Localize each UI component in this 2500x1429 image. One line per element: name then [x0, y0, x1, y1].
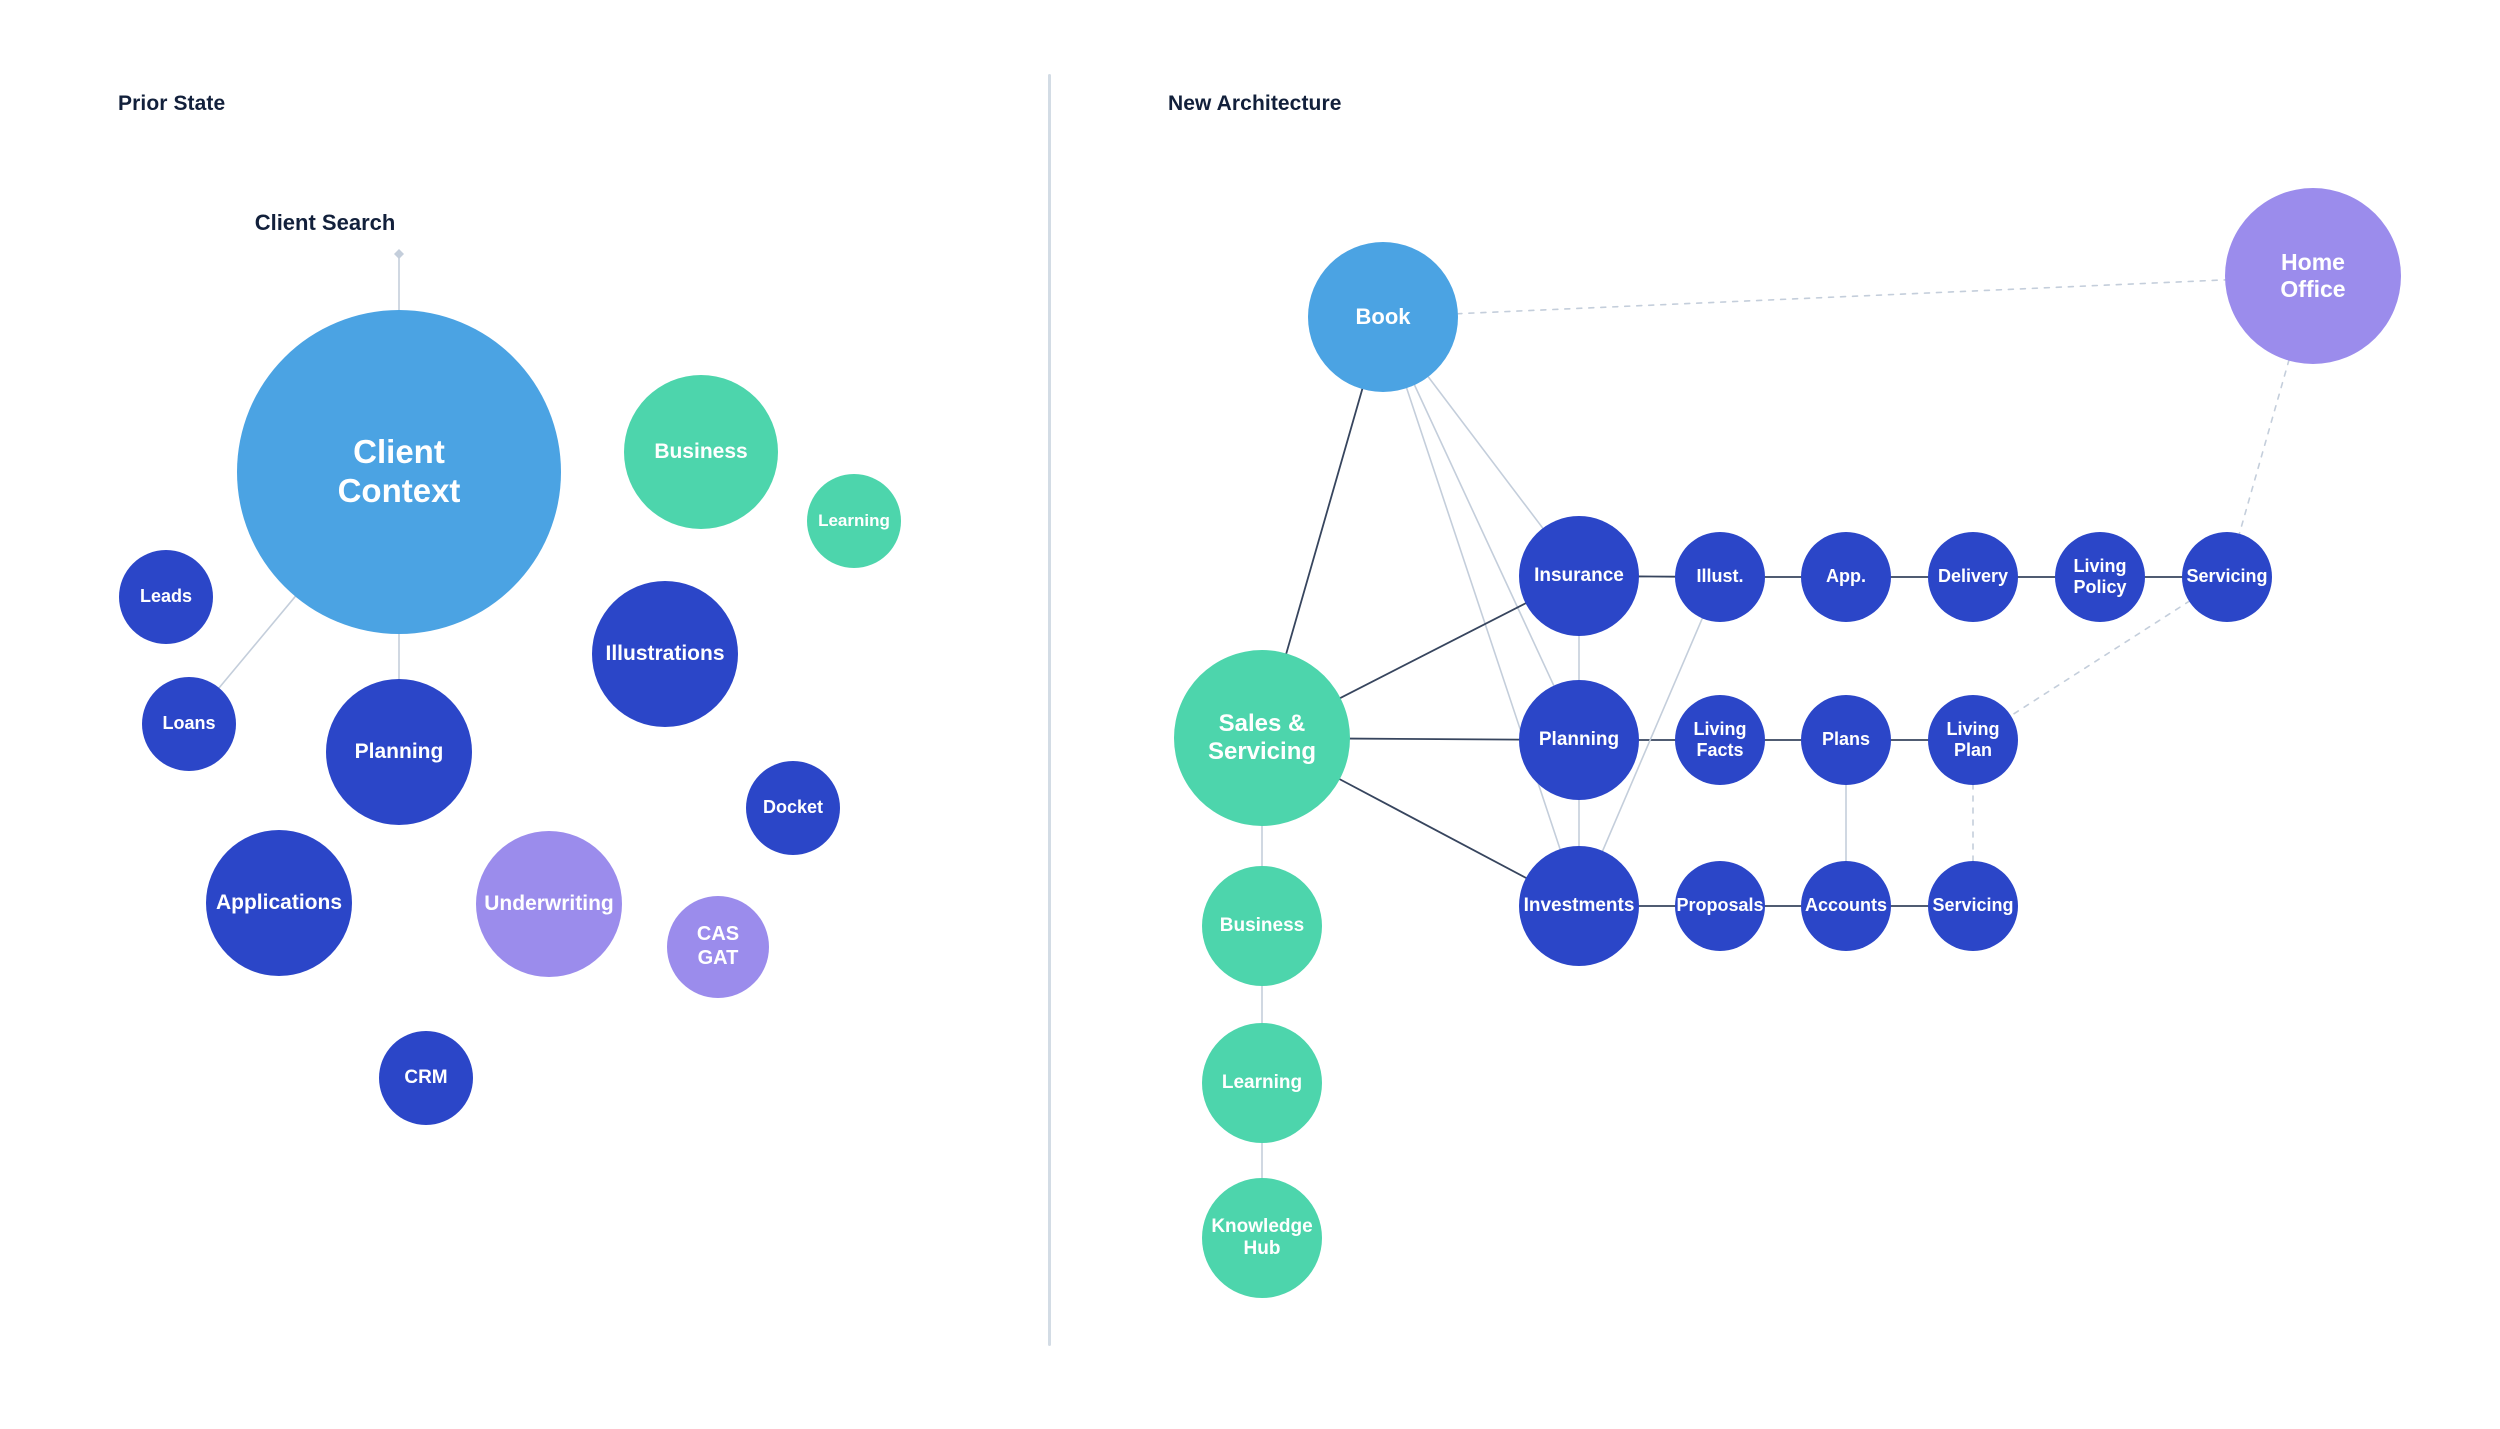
- node-label-business-prior: Business: [654, 439, 748, 463]
- edge-sales-servicing-to-planning-new: [1348, 737, 1521, 741]
- edge-home-office-to-servicing-top: [2238, 358, 2290, 536]
- panel-title-prior-state: Prior State: [118, 92, 226, 115]
- edge-sales-servicing-to-investments: [1337, 777, 1528, 880]
- node-label-client-context: Client Context: [337, 433, 461, 509]
- node-label-loans: Loans: [162, 713, 216, 734]
- node-living-plan[interactable]: Living Plan: [1928, 695, 2018, 785]
- node-illustrations[interactable]: Illustrations: [592, 581, 738, 727]
- node-planning-new[interactable]: Planning: [1519, 680, 1639, 800]
- node-label-sales-servicing: Sales & Servicing: [1207, 709, 1317, 765]
- node-home-office[interactable]: Home Office: [2225, 188, 2401, 364]
- edge-book-to-insurance: [1426, 375, 1545, 530]
- client-search-anchor-diamond-icon: [394, 249, 404, 259]
- node-business-prior[interactable]: Business: [624, 375, 778, 529]
- node-label-home-office: Home Office: [2280, 248, 2346, 302]
- node-label-business-new: Business: [1219, 914, 1305, 936]
- node-label-docket: Docket: [762, 797, 824, 818]
- node-loans[interactable]: Loans: [142, 677, 236, 771]
- node-label-underwriting: Underwriting: [484, 891, 614, 915]
- node-label-planning-prior: Planning: [354, 739, 444, 763]
- node-learning-prior[interactable]: Learning: [807, 474, 901, 568]
- node-label-plans: Plans: [1821, 729, 1871, 750]
- node-planning-prior[interactable]: Planning: [326, 679, 472, 825]
- node-label-applications: Applications: [215, 890, 342, 914]
- node-label-knowledge-hub: Knowledge Hub: [1211, 1215, 1313, 1259]
- edge-book-to-home-office: [1456, 279, 2227, 315]
- node-book[interactable]: Book: [1308, 242, 1458, 392]
- node-label-proposals: Proposals: [1676, 895, 1764, 916]
- node-label-delivery: Delivery: [1937, 566, 2009, 587]
- edge-book-to-sales-servicing: [1285, 387, 1364, 656]
- node-label-illust: Illust.: [1696, 566, 1744, 587]
- node-proposals[interactable]: Proposals: [1675, 861, 1765, 951]
- node-label-servicing-top: Servicing: [2186, 566, 2268, 587]
- node-learning-new[interactable]: Learning: [1202, 1023, 1322, 1143]
- node-label-accounts: Accounts: [1805, 895, 1888, 916]
- node-label-leads: Leads: [139, 586, 193, 607]
- node-living-policy[interactable]: Living Policy: [2055, 532, 2145, 622]
- node-label-learning-new: Learning: [1221, 1071, 1303, 1093]
- node-insurance[interactable]: Insurance: [1519, 516, 1639, 636]
- node-plans[interactable]: Plans: [1801, 695, 1891, 785]
- node-label-cas-gat: CAS GAT: [696, 923, 740, 969]
- node-living-facts[interactable]: Living Facts: [1675, 695, 1765, 785]
- node-label-living-facts: Living Facts: [1693, 718, 1747, 760]
- node-label-insurance: Insurance: [1534, 564, 1624, 586]
- panel-title-new-architecture: New Architecture: [1168, 92, 1342, 115]
- node-cas-gat[interactable]: CAS GAT: [667, 896, 769, 998]
- node-label-investments: Investments: [1523, 894, 1635, 916]
- node-servicing-top[interactable]: Servicing: [2182, 532, 2272, 622]
- node-app[interactable]: App.: [1801, 532, 1891, 622]
- node-applications[interactable]: Applications: [206, 830, 352, 976]
- node-label-illustrations: Illustrations: [605, 641, 725, 665]
- node-docket[interactable]: Docket: [746, 761, 840, 855]
- node-underwriting[interactable]: Underwriting: [476, 831, 622, 977]
- node-client-context[interactable]: Client Context: [237, 310, 561, 634]
- node-delivery[interactable]: Delivery: [1928, 532, 2018, 622]
- node-accounts[interactable]: Accounts: [1801, 861, 1891, 951]
- edge-client-context-to-loans: [217, 594, 297, 690]
- node-label-crm: CRM: [404, 1066, 448, 1088]
- node-investments[interactable]: Investments: [1519, 846, 1639, 966]
- node-label-app: App.: [1826, 566, 1866, 587]
- node-label-planning-new: Planning: [1538, 728, 1620, 750]
- node-sales-servicing[interactable]: Sales & Servicing: [1174, 650, 1350, 826]
- node-label-book: Book: [1355, 304, 1411, 330]
- panel-divider: [1048, 74, 1051, 1346]
- node-label-living-plan: Living Plan: [1946, 718, 2000, 760]
- node-label-servicing-bottom: Servicing: [1932, 895, 2014, 916]
- node-knowledge-hub[interactable]: Knowledge Hub: [1202, 1178, 1322, 1298]
- node-label-living-policy: Living Policy: [2073, 555, 2127, 597]
- label-client-search: Client Search: [254, 210, 396, 235]
- node-label-learning-prior: Learning: [818, 510, 890, 530]
- edge-sales-servicing-to-insurance: [1338, 601, 1528, 700]
- node-crm[interactable]: CRM: [379, 1031, 473, 1125]
- node-leads[interactable]: Leads: [119, 550, 213, 644]
- node-illust[interactable]: Illust.: [1675, 532, 1765, 622]
- node-servicing-bottom[interactable]: Servicing: [1928, 861, 2018, 951]
- node-business-new[interactable]: Business: [1202, 866, 1322, 986]
